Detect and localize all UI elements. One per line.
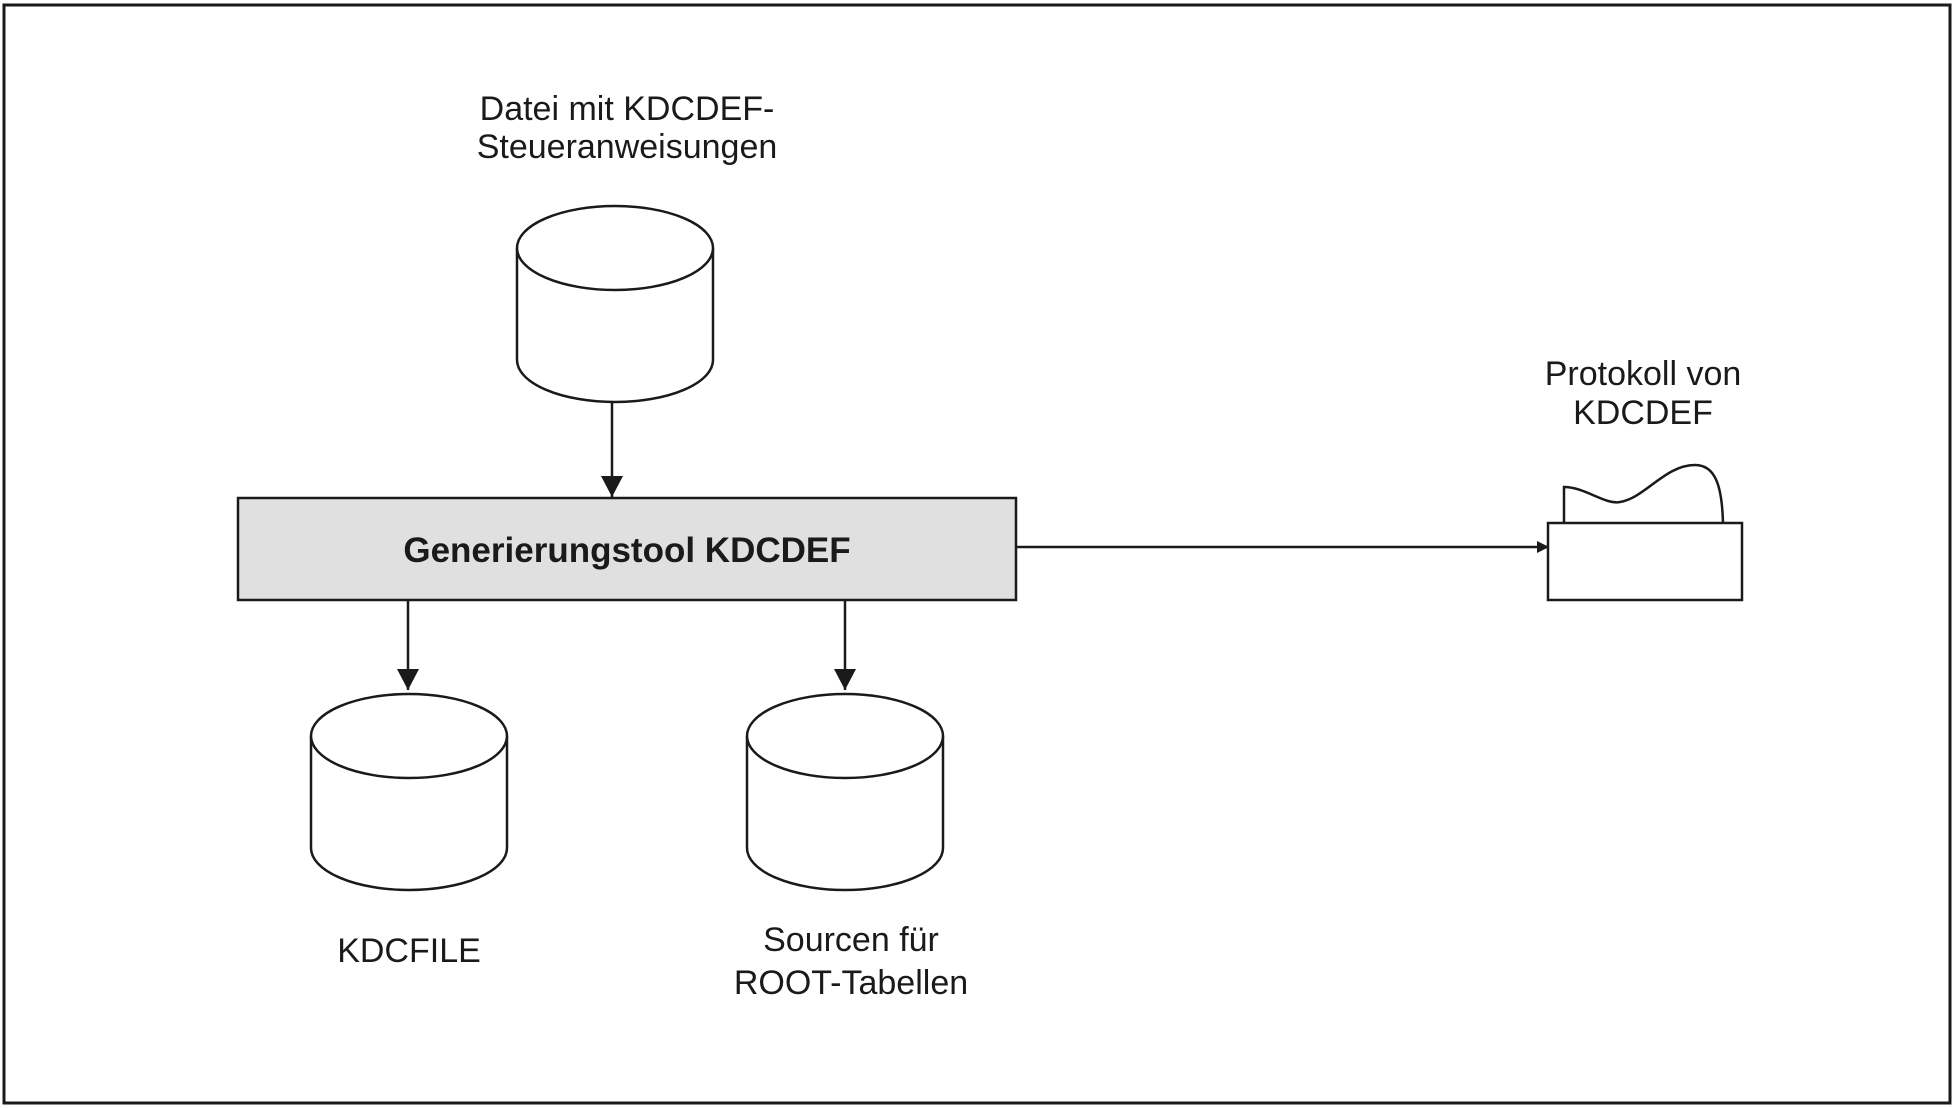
kdcfile-label: KDCFILE [337,932,481,970]
protocol-printout-icon [1546,463,1744,602]
input-file-label-line2: Steueranweisungen [477,128,778,166]
input-file-database-icon [515,204,715,404]
sources-label-line2: ROOT-Tabellen [734,964,968,1002]
kdcfile-database-icon [309,692,509,892]
sources-label-line1: Sourcen für [763,921,939,959]
generation-tool-label: Generierungstool KDCDEF [403,531,850,570]
protocol-label-line1: Protokoll von [1545,355,1742,393]
sources-database-icon [745,692,945,892]
input-file-label-line1: Datei mit KDCDEF- [480,90,775,128]
protocol-label-line2: KDCDEF [1573,394,1713,432]
generation-tool-box [236,496,1018,602]
